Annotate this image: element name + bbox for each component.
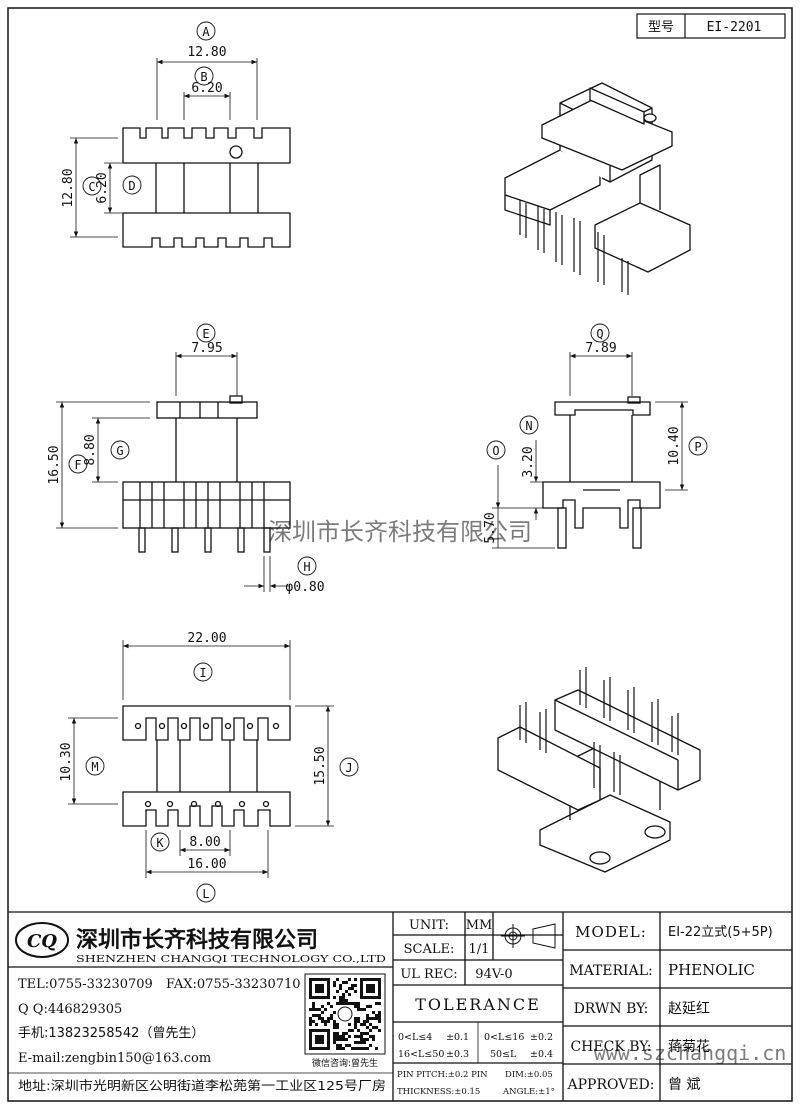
- dim-b-letter: B: [200, 70, 207, 84]
- dim-c-value: 12.80: [61, 168, 76, 207]
- dim-k-letter: K: [156, 836, 164, 850]
- scale-label: SCALE:: [404, 942, 455, 957]
- title-block: [8, 911, 792, 1101]
- header-model-label: 型号: [648, 20, 674, 35]
- qr-code-icon: [304, 973, 386, 1055]
- dim-m-letter: M: [91, 760, 98, 774]
- model-value: EI-22立式(5+5P): [668, 925, 773, 940]
- svg-text:0<L≤16: 0<L≤16: [484, 1032, 524, 1043]
- projection-symbol-icon: [501, 923, 556, 949]
- dim-j-letter: J: [345, 761, 352, 775]
- dim-a-value: 12.80: [187, 45, 226, 60]
- dim-b-value: 6.20: [191, 81, 222, 96]
- svg-text:ANGLE:±1°: ANGLE:±1°: [502, 1087, 555, 1097]
- approved-label: APPROVED:: [567, 1077, 655, 1093]
- ul-value: 94V-0: [475, 967, 512, 982]
- watermark-company: 深圳市长齐科技有限公司: [268, 518, 532, 546]
- dim-g-letter: G: [116, 444, 123, 458]
- dim-q-letter: Q: [596, 327, 603, 341]
- dim-c-letter: C: [88, 180, 95, 194]
- dim-a-letter: A: [202, 25, 210, 39]
- watermark-url: www.szchangqi.cn: [594, 1041, 787, 1065]
- svg-text:±0.2: ±0.2: [530, 1032, 553, 1043]
- header-model-value: EI-2201: [707, 20, 762, 35]
- dim-l-value: 16.00: [187, 857, 226, 872]
- dim-f-letter: F: [74, 458, 81, 472]
- dim-n-value: 3.20: [521, 446, 536, 477]
- unit-label: UNIT:: [409, 918, 449, 933]
- front-view: [56, 352, 291, 592]
- dim-j-value: 15.50: [313, 746, 328, 785]
- svg-text:±0.3: ±0.3: [446, 1049, 469, 1060]
- svg-text:THICKNESS:±0.15: THICKNESS:±0.15: [397, 1087, 480, 1097]
- dim-h-value: φ0.80: [285, 580, 324, 595]
- dim-l-letter: L: [202, 887, 209, 901]
- company-name-cn: 深圳市长齐科技有限公司: [76, 927, 318, 953]
- dim-k-value: 8.00: [189, 835, 220, 850]
- dim-d-letter: D: [128, 179, 135, 193]
- dim-f-value: 16.50: [47, 445, 62, 484]
- drawn-label: DRWN BY:: [574, 1001, 649, 1017]
- svg-text:±0.1: ±0.1: [446, 1032, 469, 1043]
- dim-p-value: 10.40: [667, 426, 682, 465]
- dim-e-letter: E: [202, 327, 209, 341]
- svg-text:DIM:±0.05: DIM:±0.05: [505, 1070, 553, 1080]
- approved-value: 曾 斌: [668, 1077, 700, 1093]
- dim-e-value: 7.95: [191, 341, 222, 356]
- dim-d-value: 6.20: [95, 172, 110, 203]
- side-view: [492, 352, 688, 549]
- svg-text:16<L≤50: 16<L≤50: [398, 1049, 444, 1060]
- company-qq: Q Q:446829305: [18, 1002, 122, 1017]
- company-address: 地址:深圳市光明新区公明街道李松蔸第一工业区125号厂房: [18, 1078, 386, 1093]
- dim-i-value: 22.00: [187, 631, 226, 646]
- unit-value: MM: [466, 918, 493, 933]
- isometric-view-bottom: [497, 667, 701, 873]
- bottom-view: [68, 640, 334, 878]
- dim-p-letter: P: [694, 440, 701, 454]
- side-view-labels: Q 7.89 N 3.20 O 5.70 10.40 P: [483, 323, 708, 544]
- company-name-en: SHENZHEN CHANGQI TECHNOLOGY CO.,LTD: [76, 955, 386, 965]
- ul-label: UL REC:: [400, 967, 457, 982]
- dim-h-letter: H: [303, 560, 310, 574]
- top-view: [70, 58, 291, 248]
- company-mobile: 手机:13823258542（曾先生）: [18, 1026, 204, 1041]
- scale-value: 1/1: [469, 942, 490, 957]
- company-email: E-mail:zengbin150@163.com: [18, 1051, 211, 1066]
- top-view-labels: A 12.80 B 6.20 12.80 C 6.20 D: [61, 21, 227, 208]
- svg-text:CQ: CQ: [27, 931, 57, 952]
- isometric-view-top: [504, 82, 691, 295]
- material-label: MATERIAL:: [569, 963, 652, 979]
- svg-text:50≤L: 50≤L: [490, 1049, 517, 1060]
- dim-n-letter: N: [525, 419, 532, 433]
- svg-text:0<L≤4: 0<L≤4: [398, 1032, 432, 1043]
- svg-text:PIN PITCH:±0.2 PIN: PIN PITCH:±0.2 PIN: [397, 1070, 488, 1080]
- check-value: 蒋菊花: [668, 1039, 710, 1055]
- header-model-box: 型号 EI-2201: [636, 13, 786, 39]
- material-value: PHENOLIC: [668, 961, 755, 979]
- company-tel: TEL:0755-33230709: [18, 977, 153, 992]
- model-label: MODEL:: [575, 923, 647, 941]
- bottom-view-labels: 22.00 I 10.30 M 15.50 J K 8.00 16.00 L: [59, 631, 359, 903]
- company-fax: FAX:0755-33230710: [166, 977, 301, 992]
- svg-text:±0.4: ±0.4: [530, 1049, 553, 1060]
- dim-m-value: 10.30: [59, 742, 74, 781]
- dim-o-value: 5.70: [483, 512, 498, 543]
- drawn-value: 赵延红: [668, 1001, 710, 1017]
- dim-o-letter: O: [492, 444, 499, 458]
- qr-caption: 微信咨询:曾先生: [312, 1057, 378, 1069]
- sheet-border: [7, 7, 793, 1102]
- front-view-labels: E 7.95 16.50 F 8.80 G H φ0.80: [47, 323, 325, 595]
- tolerance-label: TOLERANCE: [415, 995, 541, 1014]
- company-logo: CQ: [15, 922, 69, 958]
- tolerance-table: 0<L≤4 ±0.1 0<L≤16 ±0.2 16<L≤50 ±0.3 50≤L…: [397, 1032, 555, 1097]
- check-label: CHECK BY:: [570, 1039, 651, 1055]
- dim-q-value: 7.89: [585, 341, 616, 356]
- dim-g-value: 8.80: [83, 434, 98, 465]
- dim-i-letter: I: [199, 666, 206, 680]
